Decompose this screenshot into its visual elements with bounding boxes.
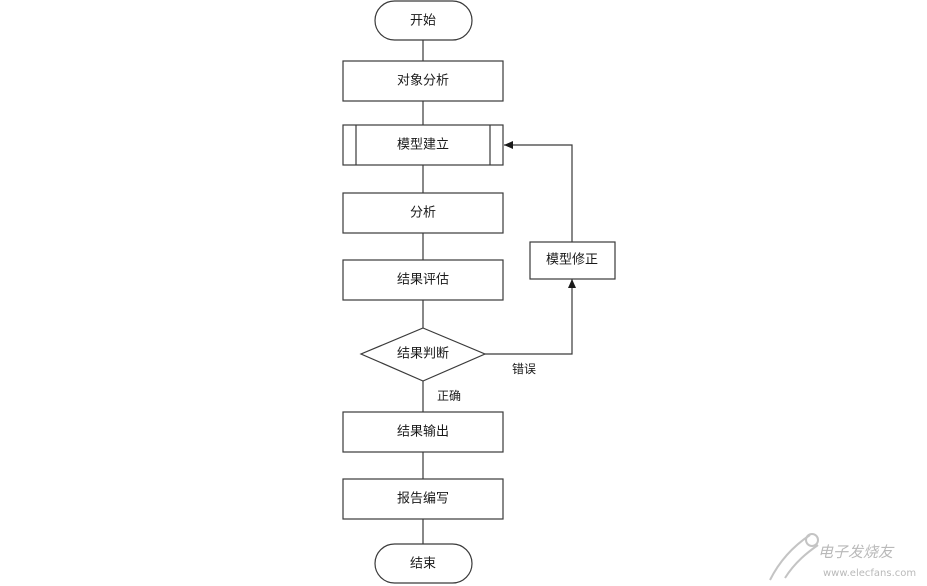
result-output-node: 结果输出 [342, 411, 504, 453]
model-fix-node: 模型修正 [529, 241, 616, 280]
analysis-node: 分析 [342, 192, 504, 234]
model-build-label: 模型建立 [397, 138, 449, 153]
result-output-label: 结果输出 [397, 424, 449, 440]
connector-judge-fix [485, 279, 576, 355]
watermark-url: www.elecfans.com [823, 568, 916, 579]
start-label: 开始 [410, 14, 436, 29]
report-write-label: 报告编写 [397, 492, 449, 507]
end-node: 结束 [374, 543, 473, 584]
analysis-label: 分析 [410, 206, 436, 221]
start-node: 开始 [374, 0, 473, 41]
elecfans-logo-icon [769, 533, 819, 581]
wrong-label: 错误 [512, 362, 536, 376]
model-build-node: 模型建立 [342, 124, 504, 166]
end-label: 结束 [410, 557, 436, 572]
report-write-node: 报告编写 [342, 478, 504, 520]
result-eval-label: 结果评估 [397, 273, 449, 288]
object-analysis-node: 对象分析 [342, 60, 504, 102]
elecfans-watermark: 电子发烧友 www.elecfans.com [769, 533, 916, 581]
result-judge-node: 结果判断 [359, 327, 487, 382]
model-fix-label: 模型修正 [546, 253, 598, 268]
result-judge-label: 结果判断 [397, 347, 449, 362]
connector-fix-model [504, 141, 573, 242]
object-analysis-label: 对象分析 [397, 74, 449, 89]
result-eval-node: 结果评估 [342, 259, 504, 301]
correct-label: 正确 [437, 389, 461, 403]
watermark-brand: 电子发烧友 [818, 543, 895, 561]
